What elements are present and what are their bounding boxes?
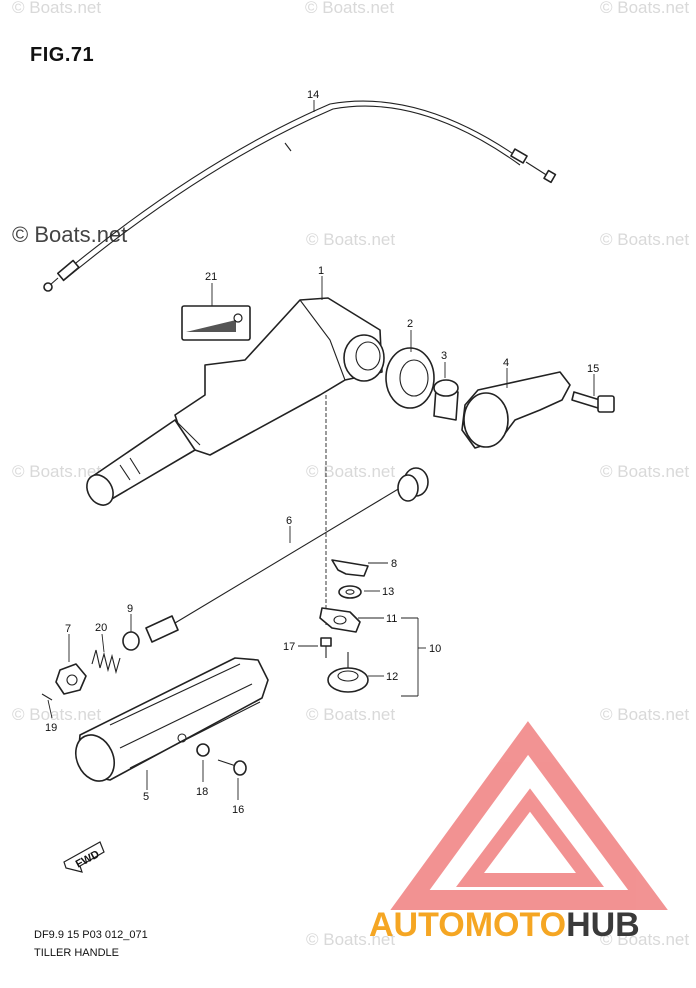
automotohub-logo [390,721,668,910]
watermark: © Boats.net [306,462,396,481]
watermark: © Boats.net [306,230,396,249]
diagram-name: TILLER HANDLE [34,947,119,959]
callout-4: 4 [503,357,509,369]
callout-12: 12 [386,671,398,683]
callout-16: 16 [232,804,244,816]
part-15-bolt [571,391,615,413]
watermark: © Boats.net [305,0,395,17]
watermark: © Boats.net [306,705,396,724]
part-11-block [319,607,361,633]
watermark: © Boats.net [600,930,690,949]
part-4-cover [461,371,571,449]
part-14-cable [43,100,557,292]
watermark: © Boats.net [12,462,102,481]
callout-14: 14 [307,89,319,101]
part-9-cap [122,631,140,651]
callout-3: 3 [441,350,447,362]
callout-8: 8 [391,558,397,570]
part-12-knob [327,652,369,693]
part-18-washer [196,743,210,757]
part-8-clip [331,559,369,577]
fwd-label: FWD [74,848,102,870]
callout-6: 6 [286,515,292,527]
callout-13: 13 [382,586,394,598]
diagram-code: DF9.9 15 P03 012_071 [34,929,148,941]
fwd-arrow-icon [63,841,105,873]
watermark: © Boats.net [600,230,690,249]
watermark: © Boats.net [600,462,690,481]
part-3-collar [433,379,459,421]
watermark: © Boats.net [600,0,690,17]
callout-9: 9 [127,603,133,615]
part-16-screw [217,759,247,776]
part-1-tiller-arm [86,297,385,506]
callout-21: 21 [205,271,217,283]
callout-10: 10 [429,643,441,655]
watermark: © Boats.net [306,930,396,949]
callout-18: 18 [196,786,208,798]
part-6-shaft [145,467,429,643]
part-5-grip [74,657,269,782]
callout-15: 15 [587,363,599,375]
watermark: © Boats.net [12,0,102,17]
part-20-spring [91,649,121,675]
callout-1: 1 [318,265,324,277]
callout-17: 17 [283,641,295,653]
callout-20: 20 [95,622,107,634]
figure-title: FIG.71 [30,44,95,66]
callout-19: 19 [45,722,57,734]
callout-11: 11 [386,613,397,625]
watermark: © Boats.net [12,222,128,247]
part-21-decal [181,305,251,341]
logo-text: AUTOMOTOHUB [369,906,640,944]
watermark: © Boats.net [12,705,102,724]
part-2-bushing [385,347,435,409]
callout-5: 5 [143,791,149,803]
part-17-screw [320,637,332,658]
part-7-nut [55,663,87,695]
callout-2: 2 [407,318,413,330]
part-13-washer [338,585,362,599]
part-19-pin [41,693,53,701]
watermark: © Boats.net [600,705,690,724]
callout-7: 7 [65,623,71,635]
